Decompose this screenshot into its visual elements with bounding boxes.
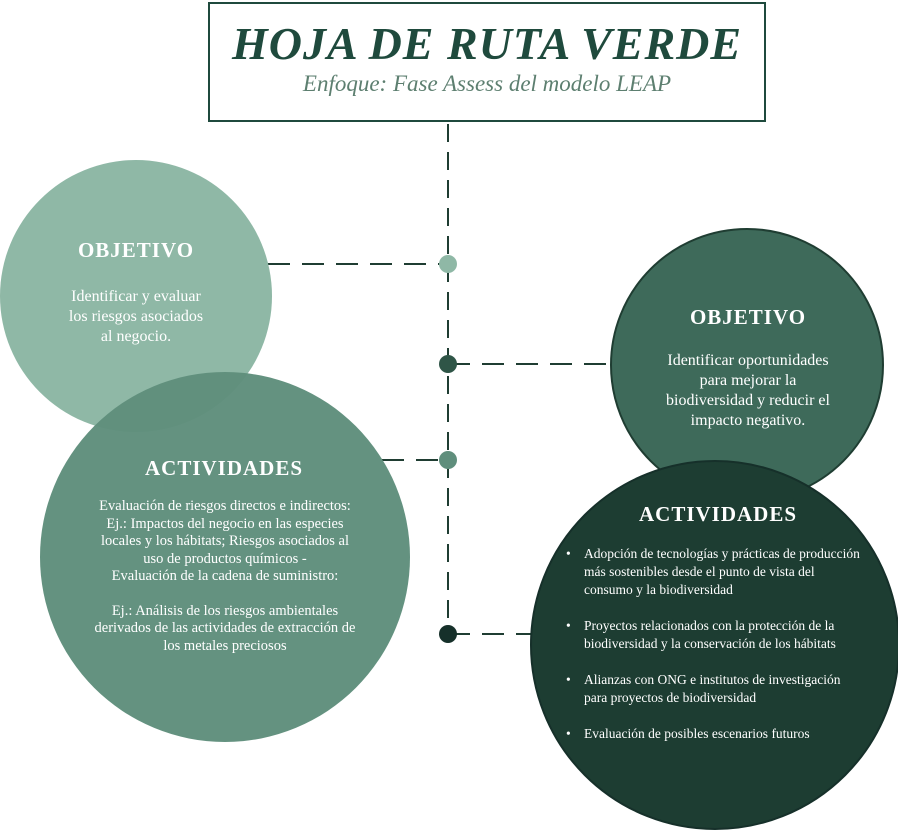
text-line: los riesgos asociados [68, 308, 204, 325]
timeline-dot-4 [439, 625, 457, 643]
text-line: derivados de las actividades de extracci… [94, 620, 356, 636]
left-objective-text: Identificar y evaluar los riesgos asocia… [26, 287, 246, 347]
title-box: HOJA DE RUTA VERDE Enfoque: Fase Assess … [208, 2, 766, 122]
timeline-dot-1 [439, 255, 457, 273]
right-activities-heading: ACTIVIDADES [638, 502, 798, 526]
text-line: los metales preciosos [163, 637, 287, 654]
right-objective-heading: OBJETIVO [689, 305, 807, 329]
left-objective-heading: OBJETIVO [77, 238, 195, 262]
list-item: Proyectos relacionados con la protección… [566, 617, 866, 653]
text-line: Ej.: Impactos del negocio en las especie… [106, 515, 344, 532]
text-line: impacto negativo. [690, 412, 806, 429]
list-item: Evaluación de posibles escenarios futuro… [566, 725, 866, 743]
right-objective-text: Identificar oportunidades para mejorar l… [636, 351, 860, 431]
list-item: Adopción de tecnologías y prácticas de p… [566, 545, 866, 599]
list-item: Alianzas con ONG e institutos de investi… [566, 671, 866, 707]
page-subtitle: Enfoque: Fase Assess del modelo LEAP [302, 71, 672, 96]
timeline-dot-3 [439, 451, 457, 469]
text-line: Evaluación de riesgos directos e indirec… [99, 498, 351, 514]
text-line: locales y los hábitats; Riesgos asociado… [100, 533, 350, 549]
text-line: Evaluación de la cadena de suministro: [111, 568, 339, 584]
text-spacer [64, 586, 386, 603]
text-line: para mejorar la [699, 372, 797, 389]
page-title: HOJA DE RUTA VERDE [231, 18, 743, 69]
text-line: Identificar oportunidades [667, 352, 829, 369]
left-activities-heading: ACTIVIDADES [144, 456, 304, 480]
left-activities-text: Evaluación de riesgos directos e indirec… [64, 498, 386, 655]
timeline-dot-2 [439, 355, 457, 373]
text-line: al negocio. [100, 328, 172, 345]
right-activities-list: Adopción de tecnologías y prácticas de p… [566, 545, 866, 761]
text-line: Identificar y evaluar [71, 288, 201, 305]
left-activities-circle [40, 372, 410, 742]
text-line: uso de productos químicos - [143, 550, 307, 567]
text-line: Ej.: Análisis de los riesgos ambientales [111, 602, 339, 619]
text-line: biodiversidad y reducir el [666, 392, 830, 409]
